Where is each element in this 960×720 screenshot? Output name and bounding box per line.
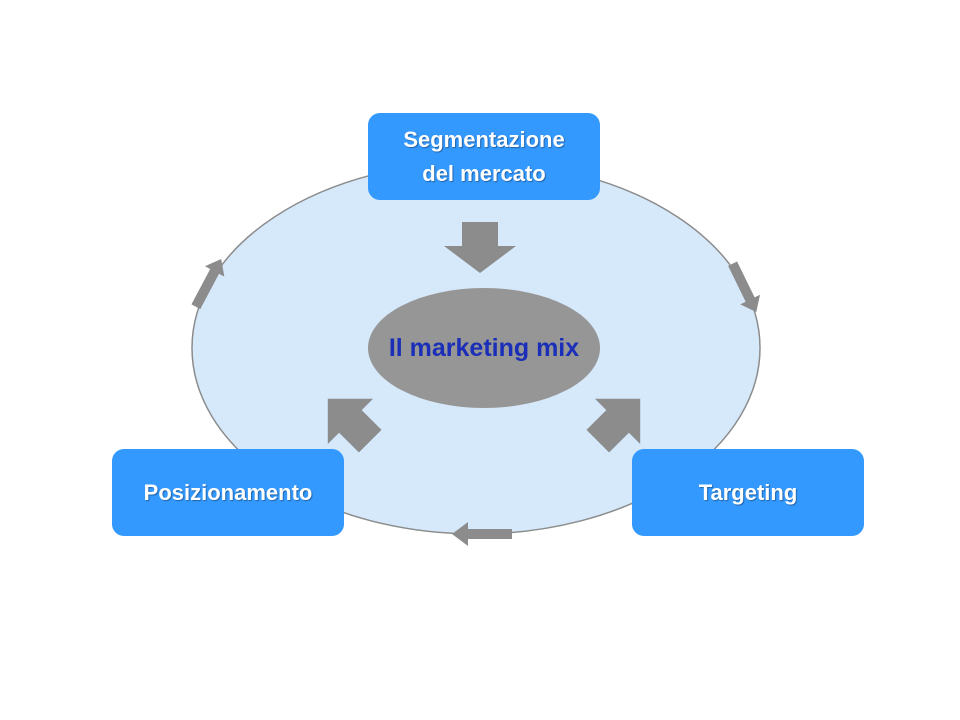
targeting-label: Targeting xyxy=(698,479,798,505)
positioning-label: Posizionamento xyxy=(143,479,313,505)
cycle-arrow-bottom-icon xyxy=(452,522,512,546)
segmentation-box: Segmentazione del mercato xyxy=(368,113,600,200)
right-inward-arrow-icon xyxy=(586,398,641,453)
top-inward-arrow-icon xyxy=(444,222,516,273)
segmentation-label-line1: Segmentazione xyxy=(403,126,565,152)
positioning-box: Posizionamento xyxy=(112,449,344,536)
segmentation-label-line2: del mercato xyxy=(422,160,546,186)
center-ellipse xyxy=(368,288,600,408)
left-inward-arrow-icon xyxy=(327,398,382,453)
marketing-mix-label: Il marketing mix xyxy=(388,333,580,362)
cycle-arrow-right-icon xyxy=(728,261,761,313)
targeting-box: Targeting xyxy=(632,449,864,536)
cycle-arrow-left-icon xyxy=(191,259,225,310)
